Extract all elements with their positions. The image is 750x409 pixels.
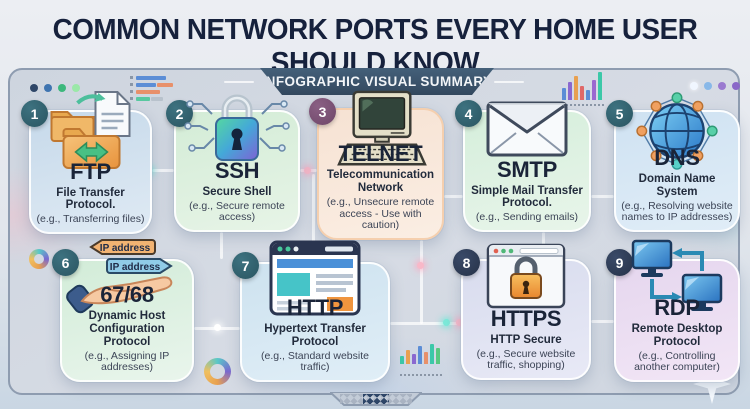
progress-dots-icon	[690, 82, 740, 90]
protocol-example: (e.g., Standard website traffic)	[261, 349, 369, 374]
card-smtp: 4 SMTP Simple Mail Transfer Protocol. (e…	[455, 100, 591, 232]
progress-dots-icon	[30, 84, 80, 92]
card-rdp: 9 RDP Remote Desktop Protocol (e.g., Con…	[606, 239, 740, 382]
glow-dot	[443, 319, 450, 326]
protocol-name: HTTP Secure	[490, 333, 562, 346]
protocol-name: Secure Shell	[202, 185, 272, 198]
envelope-icon	[485, 100, 569, 163]
protocol-example: (e.g., Transferring files)	[36, 213, 145, 226]
diamond-pattern	[340, 394, 412, 404]
protocol-name: Telecommunication Network	[326, 169, 435, 194]
protocol-name: Dynamic Host Configuration Protocol	[88, 309, 166, 348]
port-name: FTP	[70, 158, 111, 184]
protocol-name: Hypertext Transfer Protocol	[264, 322, 366, 348]
port-name: TELNET	[338, 141, 423, 166]
card-telnet: 3 TELNET Telecommunication Network (e.g.…	[309, 90, 444, 240]
connector-line	[591, 195, 614, 198]
protocol-name: Domain Name System	[638, 172, 716, 198]
globe-network-icon	[631, 92, 723, 175]
number-badge: 5	[606, 100, 633, 127]
number-badge: 4	[455, 100, 482, 127]
card-ftp: 1 FTP File Transfer Protocol. (e.g., Tra…	[21, 91, 152, 234]
protocol-example: (e.g., Secure website traffic, shopping)	[476, 347, 576, 372]
card-ssh: 2 SSH Secure Shell (e.g., Secure rem	[166, 94, 300, 232]
card-http: 7 HTTP Hypertext Transfer Protocol (e.g.…	[232, 240, 390, 382]
retro-computer-icon	[329, 90, 433, 179]
port-name: SSH	[214, 157, 260, 183]
browser-window-icon	[269, 240, 361, 321]
glow-dot	[456, 319, 463, 326]
number-badge: 1	[21, 100, 48, 127]
port-name: HTTPS	[490, 305, 562, 331]
banner: INFOGRAPHIC VISUAL SUMMARY	[260, 68, 494, 95]
banner-side-line	[224, 81, 254, 83]
connector-line	[420, 240, 423, 324]
horizontal-bar-chart-icon	[130, 76, 190, 103]
protocol-name: Simple Mail Transfer Protocol.	[471, 184, 583, 210]
donut-chart-icon	[29, 249, 49, 269]
number-badge: 6	[52, 249, 79, 276]
number-badge: 8	[453, 249, 480, 276]
bar-chart-icon	[562, 72, 604, 106]
bottom-notch	[327, 391, 425, 407]
connector-line	[152, 169, 174, 172]
connector-line	[444, 195, 463, 198]
ip-address-tag: IP address	[100, 243, 151, 254]
port-name: RDP	[654, 294, 700, 320]
connector-line	[390, 322, 461, 325]
folders-document-transfer-icon	[43, 90, 138, 177]
page-title: COMMON NETWORK PORTS EVERY HOME USER SHO…	[52, 14, 698, 79]
protocol-name: File Transfer Protocol.	[56, 186, 125, 212]
protocol-example: (e.g., Resolving website names to IP add…	[621, 199, 733, 224]
glow-dot	[417, 262, 424, 269]
browser-padlock-icon	[486, 243, 566, 314]
connector-line	[312, 174, 315, 259]
number-badge: 3	[309, 98, 336, 125]
padlock-circuit-icon	[184, 86, 290, 171]
infographic-panel: INFOGRAPHIC VISUAL SUMMARY 1	[8, 68, 740, 406]
connector-line	[591, 320, 614, 323]
port-name: DNS	[654, 144, 700, 170]
port-name: HTTP	[286, 294, 344, 320]
banner-side-line	[494, 81, 524, 83]
card-https: 8 HTTPS HTTP Secure (e.g., Secure websit…	[453, 243, 591, 380]
protocol-name: Remote Desktop Protocol	[631, 322, 723, 348]
hand-ip-tags-icon: IP address IP address	[64, 237, 190, 328]
number-badge: 9	[606, 249, 633, 276]
card-dns: 5 DNS Domain Name System (e.g., Reso	[606, 92, 740, 232]
connector-line	[220, 232, 223, 259]
protocol-example: (e.g., Sending emails)	[475, 211, 579, 224]
bar-chart-icon	[400, 344, 442, 376]
protocol-example: (e.g., Assigning IP addresses)	[84, 349, 170, 374]
glow-dot	[304, 167, 311, 174]
glow-dot	[214, 324, 221, 331]
card-dhcp: 6 IP address IP address 67/68 Dynamic Ho…	[52, 239, 194, 382]
port-name: 67/68	[100, 281, 154, 307]
remote-desktop-icon	[629, 239, 725, 320]
protocol-example: (e.g., Controlling another computer)	[634, 349, 720, 374]
ip-address-tag: IP address	[110, 262, 161, 273]
protocol-example: (e.g., Unsecure remote access - Use with…	[326, 195, 435, 232]
donut-chart-icon	[204, 358, 231, 385]
number-badge: 7	[232, 252, 259, 279]
port-name: SMTP	[497, 156, 557, 182]
protocol-example: (e.g., Secure remote access)	[189, 199, 285, 224]
